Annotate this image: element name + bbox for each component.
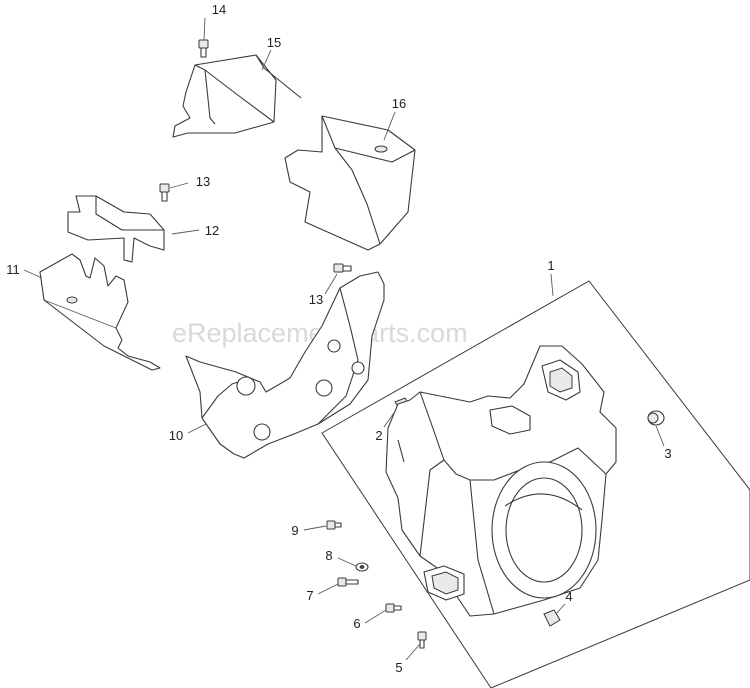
leader-9 (303, 525, 327, 531)
leader-13-lower (324, 273, 338, 295)
callout-7: 7 (306, 588, 313, 603)
leader-1 (550, 273, 554, 297)
leader-15 (261, 49, 272, 71)
part-12-bracket[interactable] (67, 195, 165, 263)
callout-10: 10 (169, 428, 183, 443)
callout-12: 12 (205, 223, 219, 238)
part-9-bolt[interactable] (326, 520, 342, 530)
part-14-screw[interactable] (198, 39, 209, 58)
part-15-shroud[interactable] (172, 54, 302, 138)
callout-16: 16 (392, 96, 406, 111)
callout-4: 4 (565, 589, 572, 604)
assembly-frame (321, 280, 750, 688)
leader-3 (655, 425, 665, 447)
callout-14: 14 (212, 2, 226, 17)
callout-15: 15 (267, 35, 281, 50)
callout-6: 6 (353, 616, 360, 631)
callout-5: 5 (395, 660, 402, 675)
leader-12 (171, 229, 200, 235)
callout-11: 11 (6, 262, 20, 277)
part-3-plug[interactable] (647, 410, 665, 426)
leader-10 (187, 423, 207, 434)
callout-3: 3 (664, 446, 671, 461)
callout-13-lower: 13 (309, 292, 323, 307)
part-6-screw[interactable] (385, 603, 402, 613)
part-16-shroud[interactable] (284, 115, 416, 251)
part-13-screw-upper[interactable] (159, 183, 170, 202)
leader-8 (337, 557, 357, 567)
part-10-baffle[interactable] (185, 271, 385, 459)
leader-5 (405, 643, 421, 661)
part-13-screw-lower[interactable] (333, 263, 352, 273)
callout-2: 2 (375, 428, 382, 443)
leader-6 (364, 609, 387, 624)
leader-7 (317, 583, 339, 595)
callout-9: 9 (291, 523, 298, 538)
callout-8: 8 (325, 548, 332, 563)
leader-2 (383, 409, 397, 428)
callout-13-upper: 13 (196, 174, 210, 189)
leader-13-upper (169, 182, 189, 189)
part-5-screw[interactable] (417, 631, 427, 649)
callout-1: 1 (547, 258, 554, 273)
leader-16 (383, 111, 396, 141)
leader-4 (555, 603, 566, 615)
part-1-blower-housing[interactable] (385, 345, 617, 617)
part-7-bolt[interactable] (337, 577, 359, 587)
leader-14 (203, 17, 206, 41)
part-8-washer[interactable] (355, 562, 369, 572)
part-11-baffle[interactable] (39, 253, 161, 371)
leader-11 (23, 269, 43, 279)
